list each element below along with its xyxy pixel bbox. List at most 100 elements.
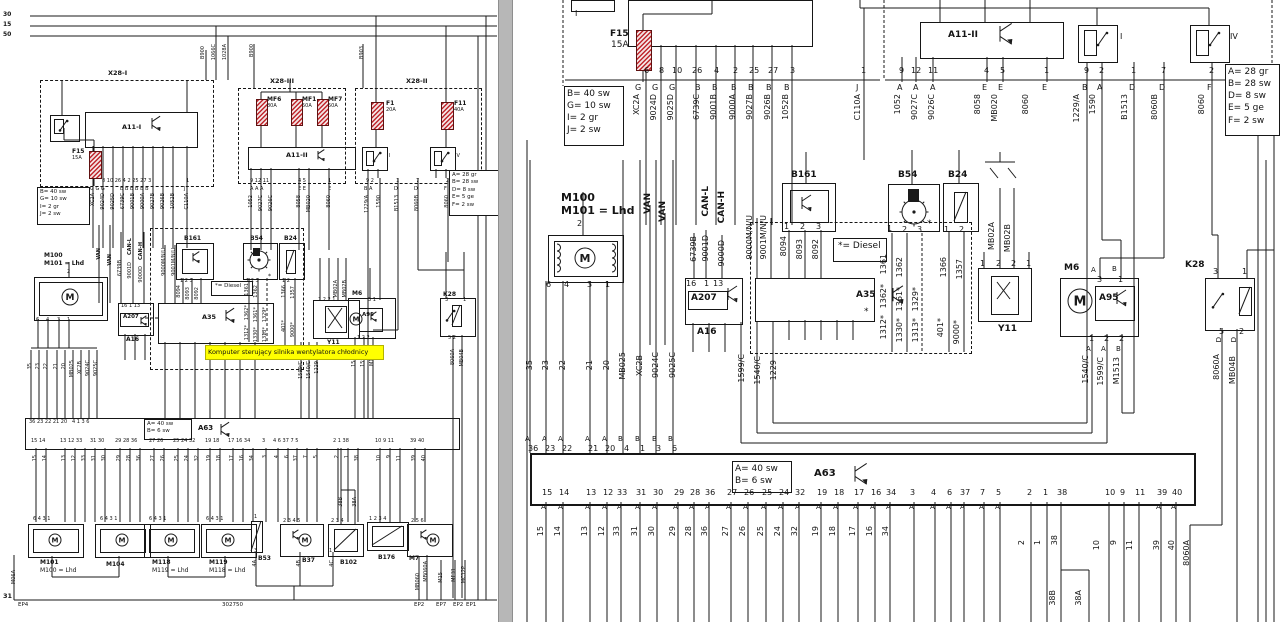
wire-line <box>327 307 343 329</box>
component-box <box>1095 286 1135 321</box>
diagram-label: A <box>673 503 678 511</box>
diagram-label: 29 <box>116 455 122 462</box>
diagram-label: 39 <box>1152 540 1161 551</box>
diagram-label: 6739C <box>692 94 701 120</box>
component-box <box>1078 25 1118 63</box>
component-box <box>372 526 404 547</box>
motor-icon <box>221 533 235 547</box>
diagram-label: X28-III <box>270 77 295 85</box>
diagram-label: A <box>1086 345 1091 353</box>
diagram-label: 10 <box>376 455 382 462</box>
diagram-label: 18 <box>216 455 222 462</box>
diagram-label: A <box>930 503 935 511</box>
diagram-label: F <box>444 186 447 192</box>
diagram-label: A <box>726 503 731 511</box>
diagram-label: 35 <box>525 360 534 371</box>
diagram-label: 1540/C <box>753 356 762 385</box>
diagram-label: 8058 <box>973 94 982 115</box>
wire-line <box>892 296 904 304</box>
diagram-label: A <box>652 503 657 511</box>
transistor-icon <box>230 319 235 323</box>
wire-line <box>250 251 253 254</box>
diagram-label: 33 <box>617 488 628 497</box>
diagram-label: 1 <box>640 444 646 453</box>
diagram-label: 1 <box>1026 259 1032 268</box>
diagram-label: A <box>853 503 858 511</box>
wire-line <box>801 194 812 202</box>
component-box <box>782 183 836 232</box>
diagram-label: M101 = Lhd <box>561 204 635 217</box>
wire-line <box>446 309 455 321</box>
diagram-label: A207 <box>123 314 139 320</box>
motor-letter: M <box>225 536 232 544</box>
component-box <box>176 243 214 280</box>
diagram-label: 4 5 <box>298 178 306 184</box>
diagram-label: 1 <box>980 259 986 268</box>
component-box <box>100 529 146 553</box>
diagram-label: 2 <box>1209 66 1215 75</box>
wire-line <box>922 220 925 223</box>
diagram-label: 13 12 33 <box>60 438 83 444</box>
diagram-label: 12 <box>603 488 614 497</box>
diagram-label: 9024D <box>649 94 658 121</box>
diagram-label: 5 <box>1219 327 1225 336</box>
diagram-label: A <box>995 503 1000 511</box>
component-box <box>943 183 979 232</box>
component-box <box>39 282 103 316</box>
coil-icon <box>556 243 561 273</box>
diagram-label: B900 <box>249 44 255 57</box>
diagram-label: M119 = Lhd <box>152 567 189 574</box>
pane-divider[interactable] <box>498 0 513 622</box>
diagram-label: 1052 <box>893 94 902 115</box>
diagram-label: 20 <box>61 363 67 370</box>
fuse-icon <box>441 102 454 130</box>
component-box <box>685 278 743 325</box>
motor-icon <box>426 533 440 547</box>
wire-line <box>370 311 377 316</box>
component-box <box>750 222 972 354</box>
diagram-label: 2 <box>800 222 806 231</box>
diagram-label: MB02A <box>987 222 996 251</box>
diagram-label: A A A <box>250 186 264 192</box>
diagram-label: 1 2 2 1 <box>318 297 336 303</box>
motor-icon <box>574 247 596 269</box>
component-box <box>991 276 1019 315</box>
diagram-label: *= Diesel <box>215 283 242 289</box>
diagram-label: 25 <box>762 488 773 497</box>
component-box <box>334 529 358 552</box>
diagram-label: F1 <box>386 100 395 107</box>
component-box <box>548 235 624 283</box>
diagram-label: 2 5 6 <box>411 518 424 524</box>
diagram-label: 1229 <box>314 361 320 374</box>
diagram-label: 80A <box>267 103 277 109</box>
diagram-label: 50A <box>328 103 338 109</box>
diagram-label: A11-II <box>286 151 308 159</box>
diagram-label: C110A <box>184 193 190 210</box>
motor-icon <box>48 533 62 547</box>
diagram-label: 38A <box>1074 590 1083 606</box>
diagram-label: 24 <box>184 455 190 462</box>
diagram-label: 1313* <box>911 318 920 343</box>
diagram-label: 1599/C <box>298 361 304 379</box>
diagram-label: M6 <box>1064 263 1080 273</box>
diagram-label: B24 <box>284 235 297 242</box>
diagram-label: 9025D <box>110 193 116 210</box>
diagram-label: 3 <box>816 222 822 231</box>
diagram-label: 1 <box>67 317 71 323</box>
diagram-label: B <box>668 435 673 443</box>
diagram-label: I <box>1120 32 1123 41</box>
diagram-label: 36 <box>700 526 709 537</box>
diagram-label: 1 <box>344 455 350 459</box>
wire-line <box>250 266 253 269</box>
diagram-label: 1357 <box>955 259 964 280</box>
diagram-label: 8092 <box>811 239 820 260</box>
component-box <box>434 151 442 166</box>
diagram-label: A <box>913 83 919 92</box>
diagram-label: 7 <box>416 178 420 184</box>
diagram-label: 302750 <box>222 602 243 608</box>
diagram-label: MB02B <box>1003 224 1012 253</box>
diagram-label: 2 <box>902 225 908 234</box>
diagram-label: 1 <box>1043 488 1049 497</box>
wire-line <box>1097 31 1108 46</box>
diagram-label: * <box>262 331 265 338</box>
